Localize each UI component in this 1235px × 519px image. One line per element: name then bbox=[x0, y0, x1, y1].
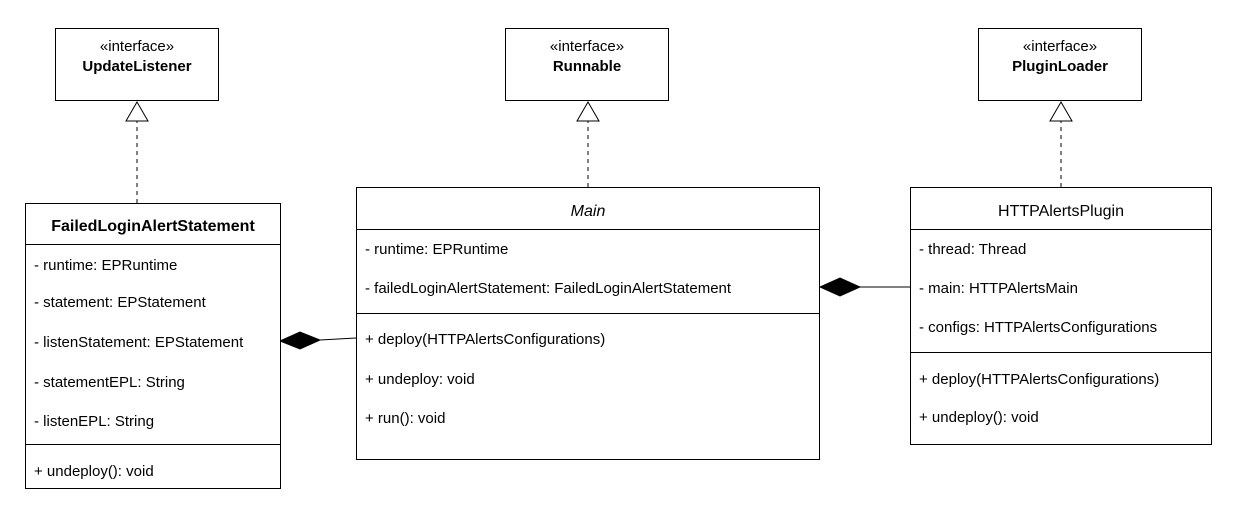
class-httpalertsplugin: HTTPAlertsPlugin - thread: Thread - main… bbox=[910, 187, 1212, 445]
attribute: - statementEPL: String bbox=[34, 374, 185, 391]
interface-pluginloader: «interface» PluginLoader bbox=[978, 28, 1142, 101]
interface-name: UpdateListener bbox=[82, 58, 192, 75]
interface-name: Runnable bbox=[552, 58, 622, 75]
method: + undeploy(): void bbox=[919, 409, 1039, 426]
class-failedloginalertstatement: FailedLoginAlertStatement - runtime: EPR… bbox=[25, 203, 281, 489]
realization-arrowhead-updatelistener bbox=[125, 101, 149, 122]
composition-diamond-failed bbox=[278, 331, 322, 350]
class-name: HTTPAlertsPlugin bbox=[998, 203, 1124, 220]
method: + deploy(HTTPAlertsConfigurations) bbox=[919, 371, 1160, 388]
composition-diamond-main bbox=[818, 277, 862, 297]
attribute: - runtime: EPRuntime bbox=[365, 241, 509, 258]
attribute: - listenEPL: String bbox=[34, 413, 155, 430]
attribute: - statement: EPStatement bbox=[34, 294, 206, 311]
stereotype-label: «interface» bbox=[1022, 38, 1098, 55]
realization-arrowhead-runnable bbox=[576, 101, 600, 122]
interface-name: PluginLoader bbox=[1012, 58, 1108, 75]
divider bbox=[26, 244, 280, 245]
attribute: - thread: Thread bbox=[919, 241, 1027, 258]
attribute: - runtime: EPRuntime bbox=[34, 257, 178, 274]
class-name: Main bbox=[570, 203, 606, 220]
divider bbox=[26, 444, 280, 445]
divider bbox=[911, 229, 1211, 230]
stereotype-label: «interface» bbox=[99, 38, 175, 55]
attribute: - main: HTTPAlertsMain bbox=[919, 280, 1078, 297]
stereotype-label: «interface» bbox=[549, 38, 625, 55]
interface-runnable: «interface» Runnable bbox=[505, 28, 669, 101]
divider bbox=[357, 313, 819, 314]
attribute: - listenStatement: EPStatement bbox=[34, 334, 244, 351]
divider bbox=[357, 229, 819, 230]
interface-updatelistener: «interface» UpdateListener bbox=[55, 28, 219, 101]
attribute: - configs: HTTPAlertsConfigurations bbox=[919, 319, 1158, 336]
method: + deploy(HTTPAlertsConfigurations) bbox=[365, 331, 606, 348]
class-main: Main - runtime: EPRuntime - failedLoginA… bbox=[356, 187, 820, 460]
realization-arrowhead-pluginloader bbox=[1049, 101, 1073, 122]
method: + run(): void bbox=[365, 410, 446, 427]
class-name: FailedLoginAlertStatement bbox=[51, 218, 255, 235]
divider bbox=[911, 352, 1211, 353]
attribute: - failedLoginAlertStatement: FailedLogin… bbox=[365, 280, 732, 297]
method: + undeploy(): void bbox=[34, 463, 154, 480]
method: + undeploy: void bbox=[365, 371, 475, 388]
composition-line-main-failed bbox=[319, 337, 357, 341]
